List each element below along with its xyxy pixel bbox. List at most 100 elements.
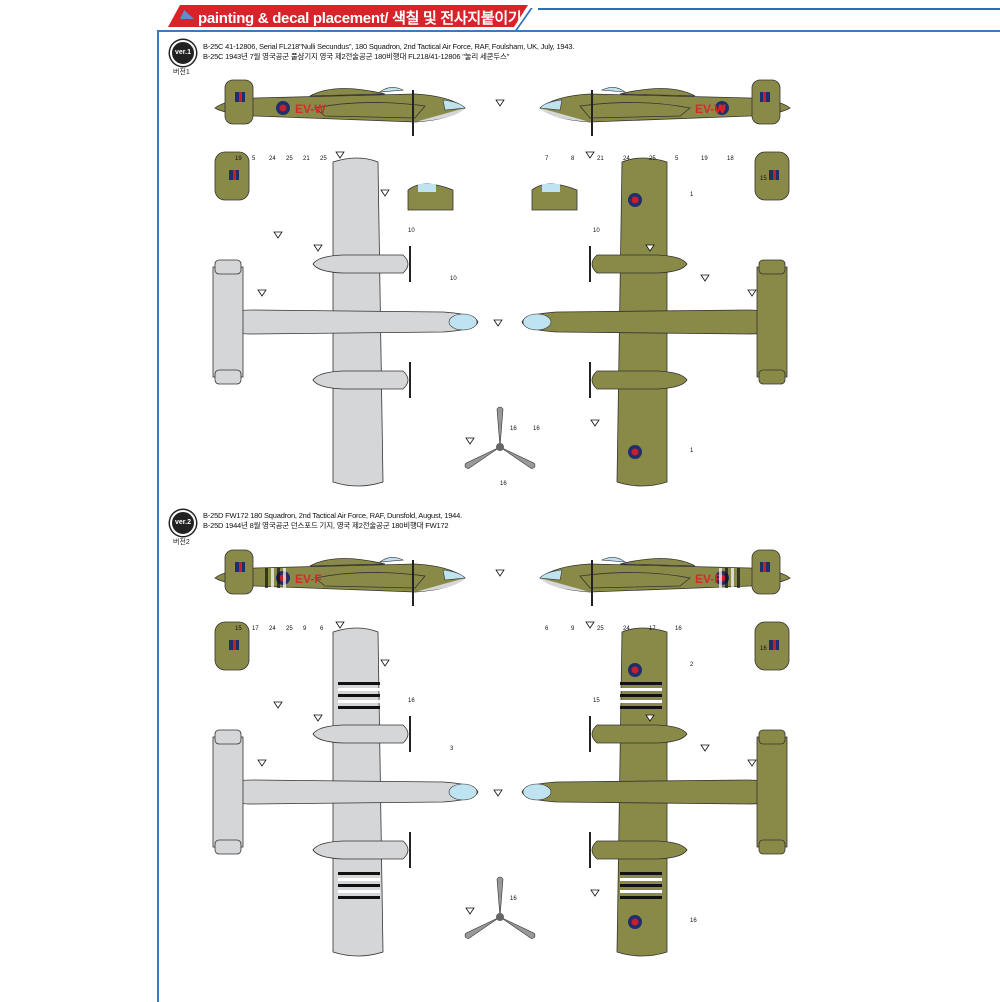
fin-flash-red: [763, 92, 766, 102]
tail-fin-view: [214, 151, 250, 201]
content-frame: [157, 30, 1000, 1002]
divider: [538, 8, 1000, 10]
engine-nacelle: [579, 572, 691, 589]
nose-glazing: [539, 569, 563, 581]
fin-flash-red: [763, 562, 766, 572]
decal-number: 5: [252, 156, 256, 162]
nose-glazing: [522, 783, 552, 801]
decal-number: 25: [649, 156, 656, 162]
tail-fin: [758, 729, 786, 745]
propeller-blade: [496, 876, 504, 918]
top-view: [212, 157, 479, 487]
decal-number: 25: [597, 626, 604, 632]
decal-number: 1: [690, 448, 694, 454]
invasion-stripe: [620, 896, 662, 899]
tail-fin-view: [214, 621, 250, 671]
invasion-stripe: [265, 568, 268, 588]
roundel-center: [631, 196, 639, 204]
cockpit-detail: [407, 183, 454, 211]
section-banner: painting & decal placement/ 색칠 및 전사지붙이기: [168, 5, 528, 27]
invasion-stripe: [338, 694, 380, 697]
paint-arrow-marker: [585, 621, 595, 629]
invasion-stripe: [719, 568, 722, 588]
version-2-label: 버전2: [173, 539, 190, 546]
engine-nacelle: [591, 840, 688, 860]
version-1-label: 버전1: [173, 69, 190, 76]
tail-fin: [758, 369, 786, 385]
paint-arrow-marker: [273, 231, 283, 239]
decal-number: 16: [760, 646, 767, 652]
spinner: [496, 913, 504, 921]
section-title: painting & decal placement/ 색칠 및 전사지붙이기: [198, 10, 522, 27]
invasion-stripe: [620, 878, 662, 881]
invasion-stripe: [283, 568, 286, 588]
nose-glazing: [442, 99, 466, 111]
paint-arrow-marker: [700, 744, 710, 752]
spinner: [496, 443, 504, 451]
decal-number: 16: [510, 426, 517, 432]
nose-glazing: [448, 783, 478, 801]
invasion-stripe: [620, 890, 662, 893]
invasion-stripe: [338, 890, 380, 893]
engine-nacelle: [312, 370, 409, 390]
tail-fin: [758, 259, 786, 275]
paint-arrow-marker: [747, 759, 757, 767]
nose-glazing: [442, 569, 466, 581]
nose-glazing: [448, 313, 478, 331]
decal-number: 10: [593, 228, 600, 234]
roundel-center: [631, 448, 639, 456]
invasion-stripe: [338, 706, 380, 709]
fin-flash-red: [239, 562, 242, 572]
engine-nacelle: [579, 102, 691, 119]
paint-arrow-marker: [495, 569, 505, 577]
version-badge-1: ver.1: [170, 40, 196, 66]
propeller-blade: [499, 916, 536, 939]
decal-number: 21: [303, 156, 310, 162]
invasion-stripe: [725, 568, 728, 588]
version-2-description-en: B-25D FW172 180 Squadron, 2nd Tactical A…: [203, 511, 462, 520]
roundel-center: [718, 104, 726, 112]
cockpit-canopy: [542, 184, 560, 192]
decal-number: 15: [593, 698, 600, 704]
side-view: EV-F: [539, 549, 791, 606]
paint-arrow-marker: [335, 621, 345, 629]
squadron-code: EV-F: [695, 572, 722, 586]
version-1-description-en: B-25C 41-12806, Serial FL218"Nulli Secun…: [203, 42, 575, 51]
decal-number: 5: [675, 156, 679, 162]
fuselage-underside: [540, 578, 595, 592]
roundel-center: [631, 666, 639, 674]
decal-number: 25: [286, 626, 293, 632]
fin-flash-red: [233, 170, 236, 180]
invasion-stripe: [620, 706, 662, 709]
decal-number: 25: [320, 156, 327, 162]
version-badge-2: ver.2: [170, 510, 196, 536]
paint-arrow-marker: [465, 907, 475, 915]
decal-number: 7: [545, 156, 549, 162]
fuselage: [521, 309, 788, 335]
engine-nacelle: [591, 254, 688, 274]
fuselage: [521, 779, 788, 805]
decal-number: 24: [269, 626, 276, 632]
wing-root: [619, 558, 696, 567]
decal-number: 21: [597, 156, 604, 162]
invasion-stripe: [620, 884, 662, 887]
engine-nacelle: [314, 572, 426, 589]
side-view: EV-W: [214, 79, 466, 136]
paint-arrow-marker: [493, 319, 503, 327]
decal-number: 24: [623, 156, 630, 162]
fin-flash-red: [233, 640, 236, 650]
decal-number: 16: [675, 626, 682, 632]
horizontal-stabilizer: [756, 736, 788, 848]
invasion-stripe: [338, 896, 380, 899]
squadron-code: EV-W: [695, 102, 726, 116]
top-view: [212, 627, 479, 957]
squadron-code: EV-W: [295, 102, 326, 116]
side-view: EV-W: [539, 79, 791, 136]
invasion-stripe: [620, 694, 662, 697]
paint-arrow-marker: [273, 701, 283, 709]
decal-number: 9: [303, 626, 307, 632]
paint-arrow-marker: [495, 99, 505, 107]
engine-nacelle: [312, 254, 409, 274]
